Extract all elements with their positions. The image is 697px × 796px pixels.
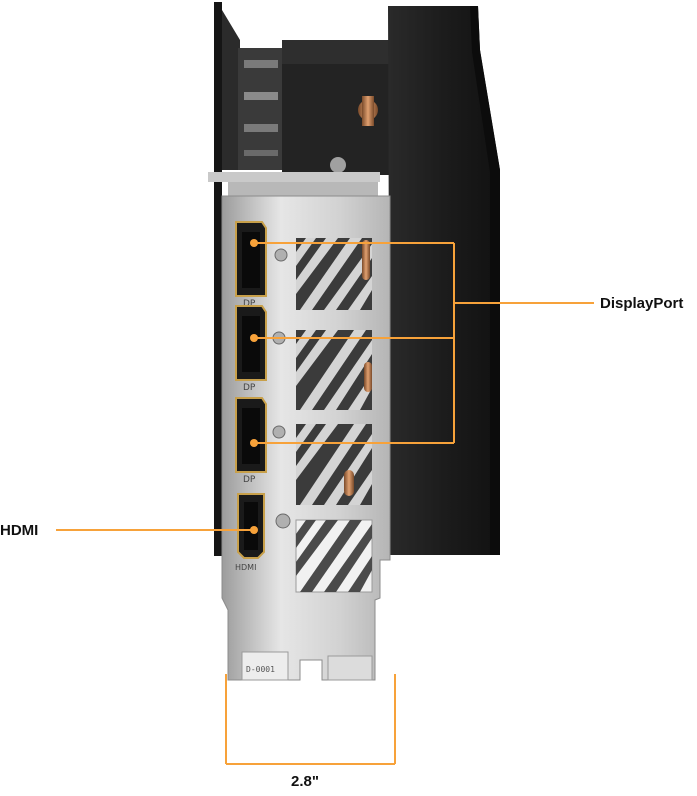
dp-marking-2: DP xyxy=(243,383,256,393)
card-body xyxy=(282,40,392,175)
vent-slats xyxy=(296,238,372,505)
displayport-2: DP xyxy=(235,305,267,393)
cooler-shroud xyxy=(388,6,500,555)
backplate xyxy=(214,2,240,556)
displayport-callout xyxy=(250,239,594,447)
bracket-flange xyxy=(208,172,380,196)
hdmi-label: HDMI xyxy=(0,522,39,539)
dp-marking-1: DP xyxy=(243,299,256,309)
hdmi-marking: HDMI xyxy=(235,563,256,572)
hdmi-callout xyxy=(56,526,258,534)
bracket-code: D-0001 xyxy=(246,665,275,674)
hdmi-port: HDMI xyxy=(235,493,265,572)
dp-marking-3: DP xyxy=(243,475,256,485)
vent-slats-lower xyxy=(296,520,372,592)
width-dimension-label: 2.8" xyxy=(291,773,319,790)
displayport-label: DisplayPort xyxy=(600,295,684,312)
copper-heatpipes xyxy=(344,240,372,496)
displayport-1: DP xyxy=(235,221,267,309)
heatsink-fins xyxy=(238,48,282,170)
width-dimension xyxy=(225,674,396,765)
displayport-3: DP xyxy=(235,397,267,485)
